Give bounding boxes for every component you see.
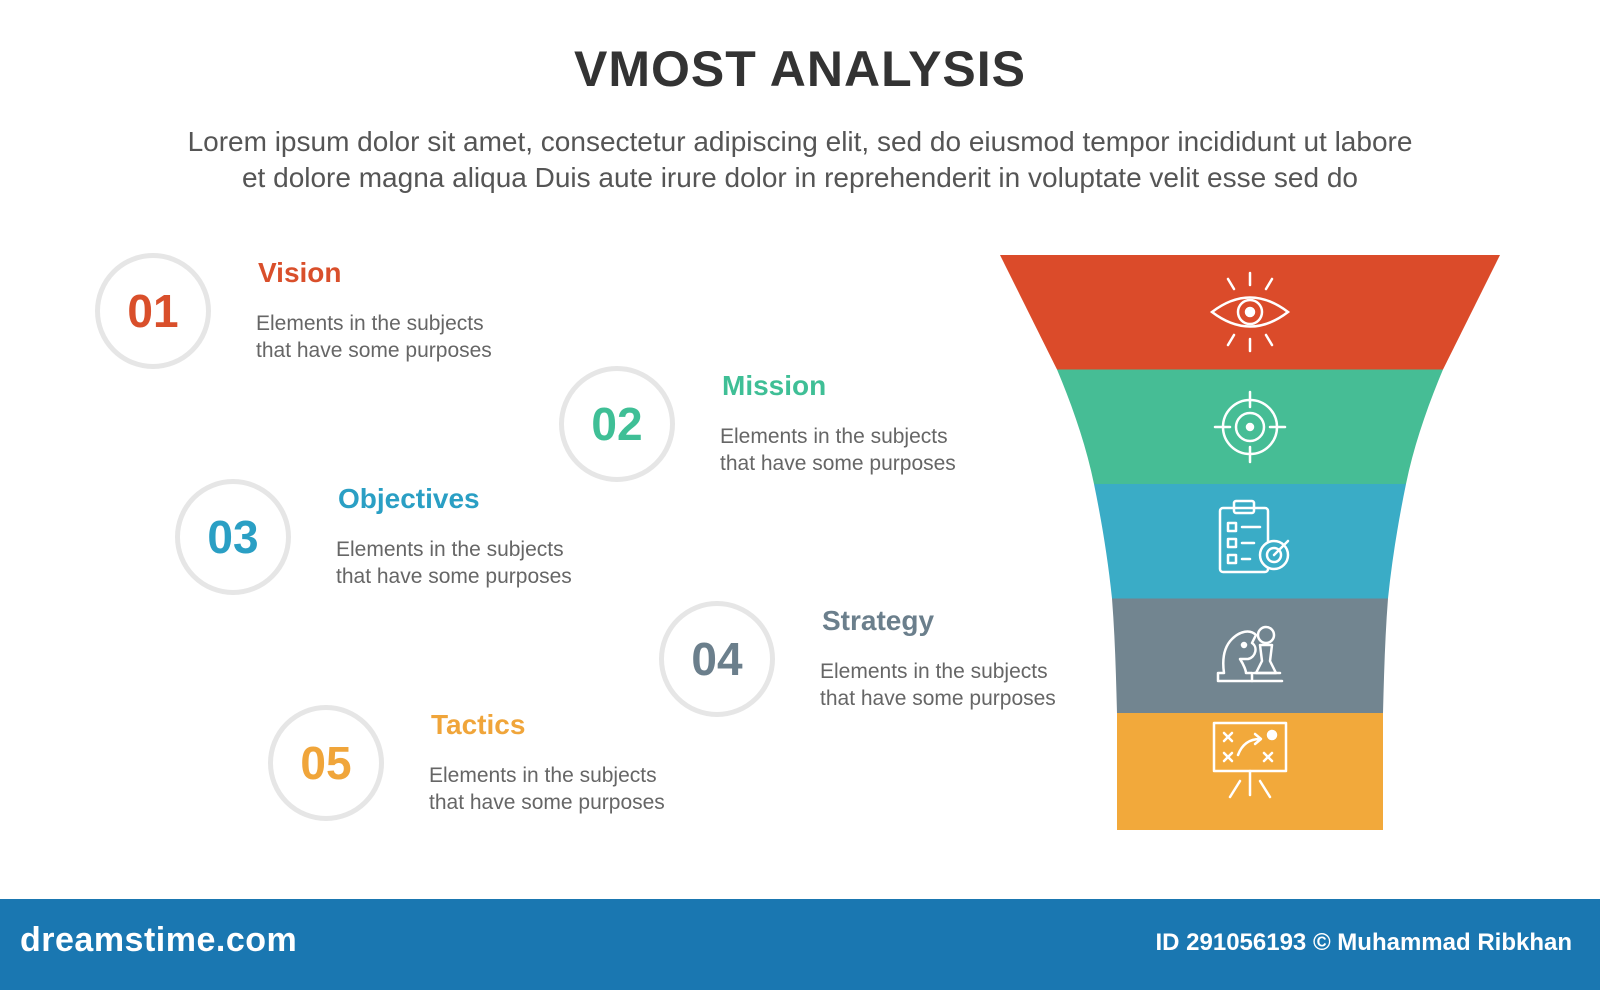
subtitle-line: Lorem ipsum dolor sit amet, consectetur … [187, 126, 1413, 157]
number-circle: 01 [95, 253, 211, 369]
item-description: Elements in the subjects that have some … [429, 762, 689, 816]
chess-icon [1216, 625, 1284, 683]
description-line: Elements in the subjects [429, 764, 657, 787]
footer-bar: dreamstime.com ID 291056193 © Muhammad R… [0, 899, 1600, 990]
page-subtitle: Lorem ipsum dolor sit amet, consectetur … [60, 124, 1540, 196]
tactics-board-icon [1212, 721, 1288, 799]
checklist-icon [1218, 499, 1290, 574]
item-description: Elements in the subjects that have some … [820, 658, 1080, 712]
funnel-segment-strategy [1112, 598, 1388, 713]
target-icon [1213, 390, 1287, 464]
page-title: VMOST ANALYSIS [573, 41, 1027, 97]
item-title: Tactics [431, 709, 526, 740]
item-title: Mission [722, 370, 827, 401]
number-circle: 03 [175, 479, 291, 595]
subtitle-line: et dolore magna aliqua Duis aute irure d… [241, 162, 1358, 193]
item-title: Vision [258, 257, 342, 288]
description-line: Elements in the subjects [256, 312, 484, 335]
description-line: that have some purposes [256, 339, 492, 362]
funnel-segment-objectives [1094, 484, 1406, 599]
description-line: that have some purposes [429, 791, 665, 814]
item-description: Elements in the subjects that have some … [256, 310, 516, 364]
item-description: Elements in the subjects that have some … [720, 423, 980, 477]
description-line: that have some purposes [336, 565, 572, 588]
number-circle: 04 [659, 601, 775, 717]
funnel-diagram [1000, 255, 1500, 830]
description-line: Elements in the subjects [336, 538, 564, 561]
description-line: that have some purposes [820, 687, 1056, 710]
item-title: Objectives [338, 483, 480, 514]
item-description: Elements in the subjects that have some … [336, 536, 596, 590]
description-line: Elements in the subjects [720, 425, 948, 448]
footer-brand[interactable]: dreamstime.com [20, 921, 298, 959]
eye-icon [1209, 271, 1291, 353]
description-line: Elements in the subjects [820, 660, 1048, 683]
item-title: Strategy [822, 605, 935, 636]
number-circle: 02 [559, 366, 675, 482]
description-line: that have some purposes [720, 452, 956, 475]
footer-credit: ID 291056193 © Muhammad Ribkhan [1155, 929, 1572, 956]
number-circle: 05 [268, 705, 384, 821]
